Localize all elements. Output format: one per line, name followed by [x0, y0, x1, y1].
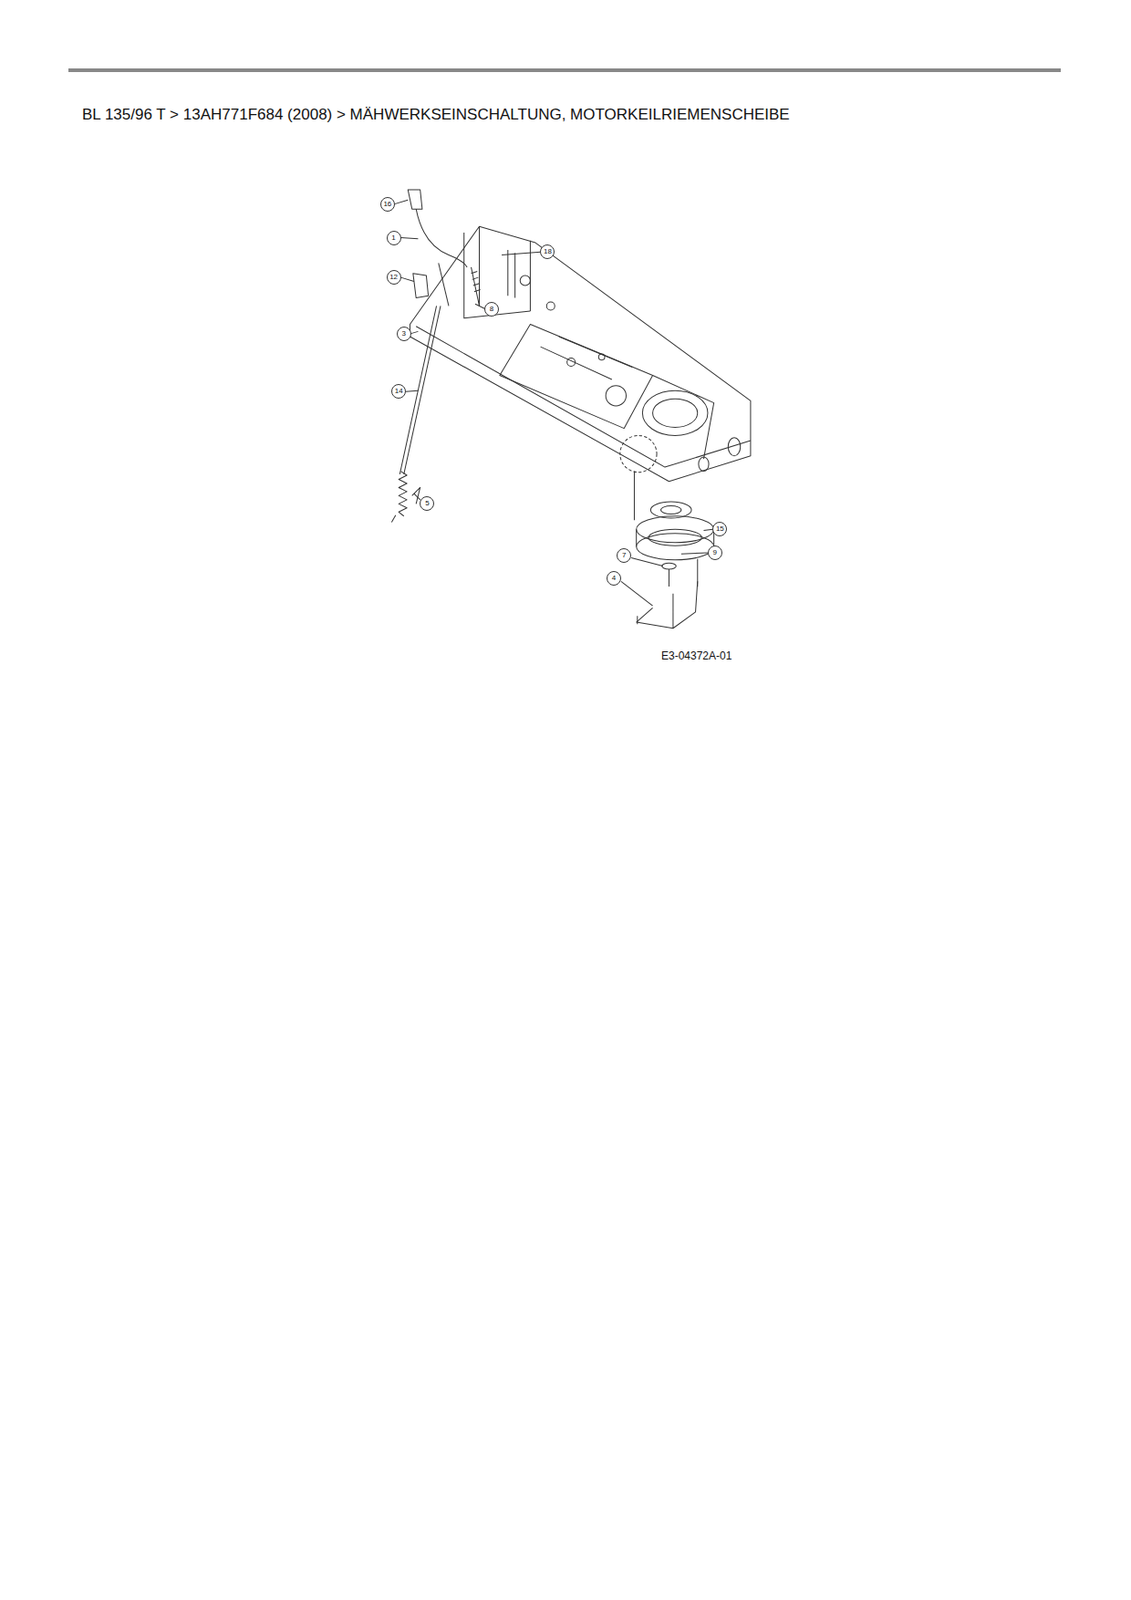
callout-number: 7 [616, 548, 632, 563]
callout-number: 1 [386, 230, 402, 246]
callout-number: 12 [386, 269, 402, 285]
callout-number: 16 [380, 197, 395, 212]
top-rule [68, 68, 1061, 73]
callout-number: 4 [606, 570, 622, 586]
frame-drawing [391, 189, 751, 629]
callout-number: 3 [396, 326, 412, 342]
callout-number: 9 [707, 545, 723, 561]
callout-number: 5 [419, 496, 435, 511]
callout-number: 18 [539, 244, 555, 260]
callout-number: 15 [712, 521, 727, 537]
page-title: BL 135/96 T > 13AH771F684 (2008) > MÄHWE… [82, 105, 790, 125]
drawing-number: E3-04372A-01 [659, 649, 734, 663]
callout-number: 8 [484, 301, 499, 317]
callout-number: 14 [391, 383, 406, 399]
